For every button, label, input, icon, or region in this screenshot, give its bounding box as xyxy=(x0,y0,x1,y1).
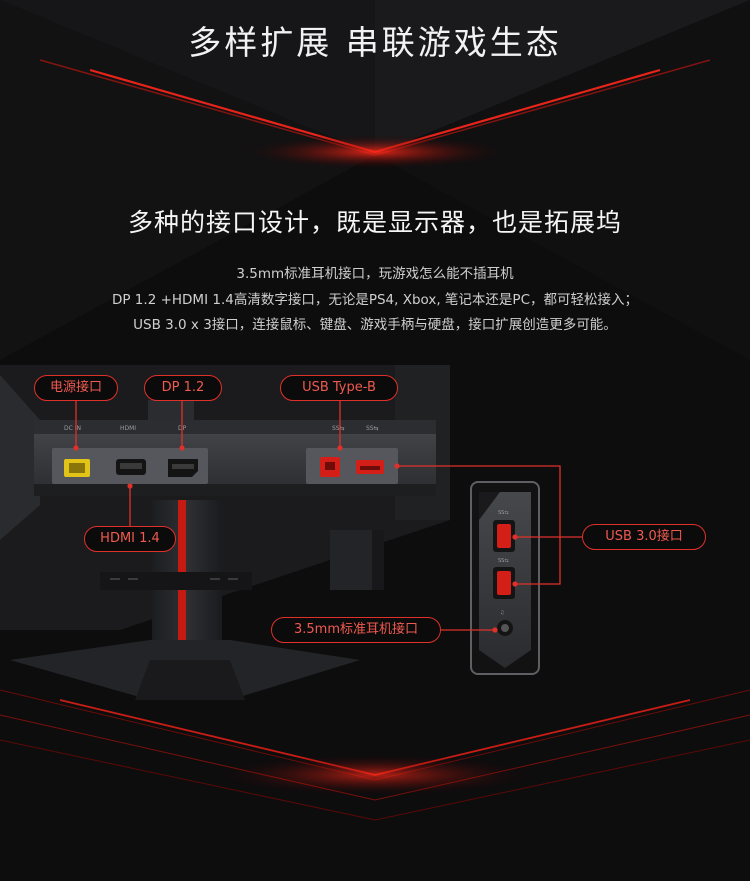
page-headline: 多样扩展 串联游戏生态 xyxy=(188,23,562,62)
callout-usb-type-b-port: USB Type-B xyxy=(280,375,398,401)
callout-audio-jack: 3.5mm标准耳机接口 xyxy=(271,617,441,643)
svg-text:SS⇆: SS⇆ xyxy=(498,510,509,516)
description-line-audio: 3.5mm标准耳机接口，玩游戏怎么能不插耳机 xyxy=(236,266,514,282)
svg-text:HDMI: HDMI xyxy=(120,425,136,432)
svg-text:♫: ♫ xyxy=(500,610,504,616)
svg-text:DC IN: DC IN xyxy=(64,425,81,432)
description-line-usb: USB 3.0 x 3接口，连接鼠标、键盘、游戏手柄与硬盘，接口扩展创造更多可能… xyxy=(133,317,617,333)
section-subheading: 多种的接口设计，既是显示器，也是拓展坞 xyxy=(127,208,622,237)
callout-hdmi-port: HDMI 1.4 xyxy=(84,526,176,552)
svg-text:SS⇆: SS⇆ xyxy=(366,425,379,432)
callout-power-port: 电源接口 xyxy=(34,375,118,401)
callout-usb3-ports: USB 3.0接口 xyxy=(582,524,706,550)
description-line-video: DP 1.2 +HDMI 1.4高清数字接口，无论是PS4, Xbox, 笔记本… xyxy=(111,292,639,308)
svg-text:SS⇆: SS⇆ xyxy=(332,425,345,432)
svg-text:SS⇆: SS⇆ xyxy=(498,558,509,564)
callout-dp-port: DP 1.2 xyxy=(144,375,222,401)
